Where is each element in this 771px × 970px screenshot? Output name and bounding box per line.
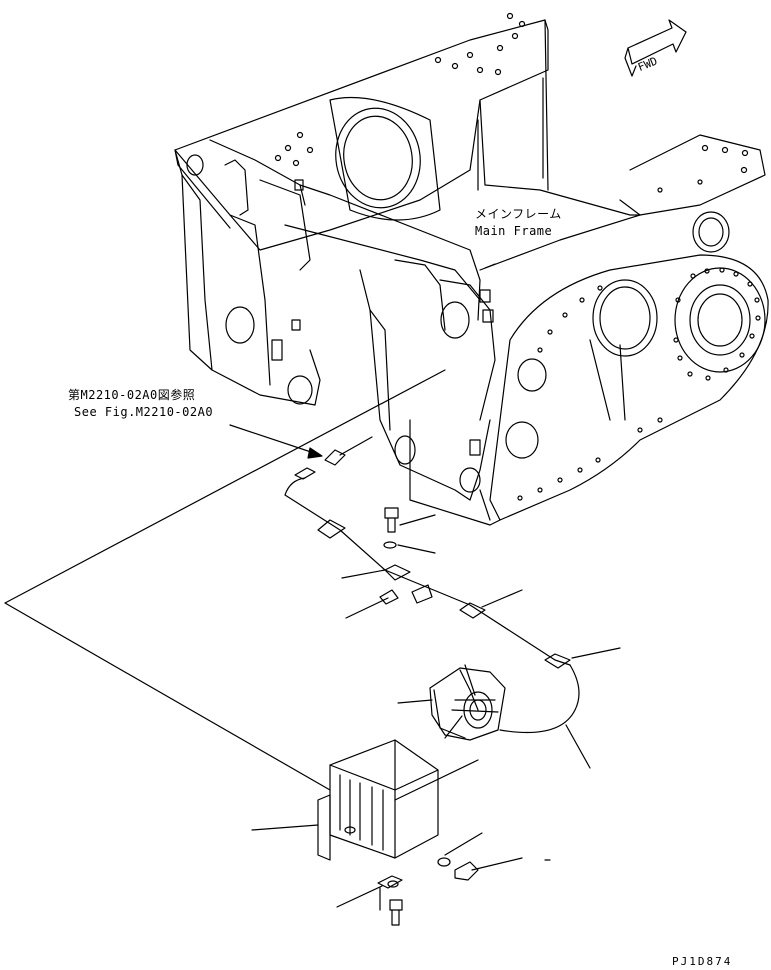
main-frame-label-en: Main Frame [475, 224, 553, 238]
guard-ref-line-lower [4, 602, 331, 791]
fwd-arrow-icon [624, 19, 687, 77]
reference-arrow [229, 424, 321, 456]
reference-label-en: See Fig.M2210-02A0 [74, 405, 214, 419]
main-frame-label-jp: メインフレーム [475, 207, 562, 221]
work-lamp [429, 667, 506, 741]
drawing-code: PJ1D874 [672, 955, 733, 968]
mounting-hardware [377, 857, 479, 926]
guard-ref-line-upper [4, 369, 446, 604]
flange-holes [517, 267, 761, 501]
wiring-harness [284, 436, 580, 733]
main-frame-assembly [174, 12, 769, 526]
reference-label-jp: 第M2210-02A0図参照 [68, 388, 196, 402]
part-leader-lines [251, 514, 621, 911]
lamp-guard [317, 739, 479, 861]
